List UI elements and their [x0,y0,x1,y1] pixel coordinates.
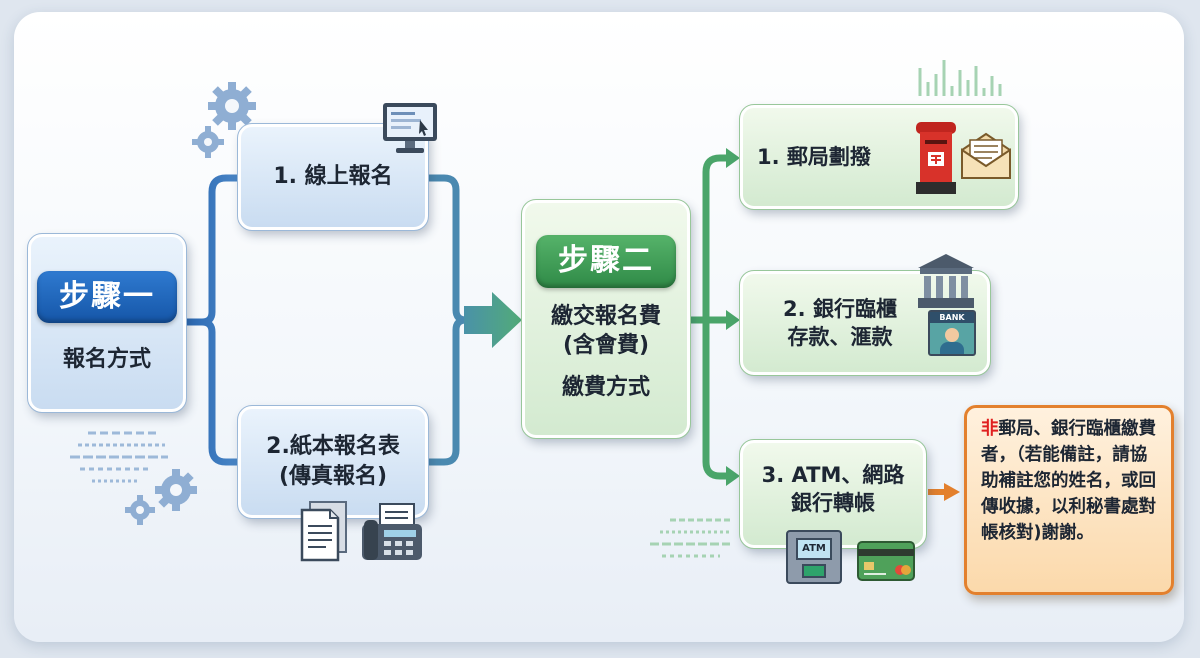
paper-registration-line1: 2.紙本報名表 [266,434,400,460]
fax-machine-icon [362,503,422,560]
arrowhead-to-note [944,483,960,501]
note-text: 郵局、銀行臨櫃繳費者，（若能備註，請協助補註您的姓名，或回傳收據，以利秘書處對帳… [981,419,1156,543]
step1-box: 步驟一 報名方式 [27,233,187,413]
atm-slot [802,564,826,578]
bank-counter-line1: 2. 銀行臨櫃 [783,296,897,321]
atm-machine-icon: ATM [786,530,842,584]
online-registration-label: 1. 線上報名 [273,164,393,190]
arrowhead-to-post [726,148,740,168]
bank-building-icon [918,254,974,308]
step2-line1: 繳交報名費 [550,303,661,329]
envelope-icon [961,132,1011,179]
step1-subtitle: 報名方式 [62,347,151,373]
connector-step1-to-paper [186,318,238,466]
step2-line3: 繳費方式 [561,375,650,401]
arrowhead-to-bank [726,310,740,330]
gear-icon [125,469,197,525]
document-icon [300,501,347,562]
connector-online-to-merge [428,174,467,324]
atm-transfer-line2: 銀行轉帳 [791,491,875,516]
mailbox-icon [916,122,956,194]
decorative-data-lines-right [650,518,730,558]
paper-registration-line2: (傳真報名) [278,464,388,489]
atm-transfer-line1: 3. ATM、網路 [761,463,905,487]
connector-to-atm [702,320,728,480]
note-highlight: 非 [981,419,999,439]
teller-head [945,328,959,342]
arrowhead-to-atm [726,466,740,486]
step2-line2: (含會費) [562,333,650,359]
teller-body [940,342,964,354]
connector-to-post [702,154,728,320]
decorative-bars-top [918,60,1002,96]
gear-icon [192,82,256,158]
arrow-to-step2 [464,292,522,348]
paper-registration-box: 2.紙本報名表 (傳真報名) [237,405,429,519]
step2-badge: 步驟二 [536,235,676,288]
credit-card-icon [857,541,915,581]
bank-sign: BANK [930,312,974,323]
atm-screen: ATM [796,538,832,560]
online-registration-box: 1. 線上報名 [237,123,429,231]
decorative-data-lines-left [70,431,168,483]
payment-note: 非郵局、銀行臨櫃繳費者，（若能備註，請協助補註您的姓名，或回傳收據，以利秘書處對… [964,405,1174,595]
step2-box: 步驟二 繳交報名費 (含會費) 繳費方式 [521,199,691,439]
post-office-label: 1. 郵局劃撥 [757,144,871,169]
computer-monitor-icon [383,103,437,153]
step1-badge: 步驟一 [37,270,177,324]
bank-counter-line2: 存款、滙款 [787,325,893,349]
connector-paper-to-merge [428,316,467,466]
connector-step1-to-online [186,174,238,326]
bank-teller-icon: BANK [928,310,976,356]
